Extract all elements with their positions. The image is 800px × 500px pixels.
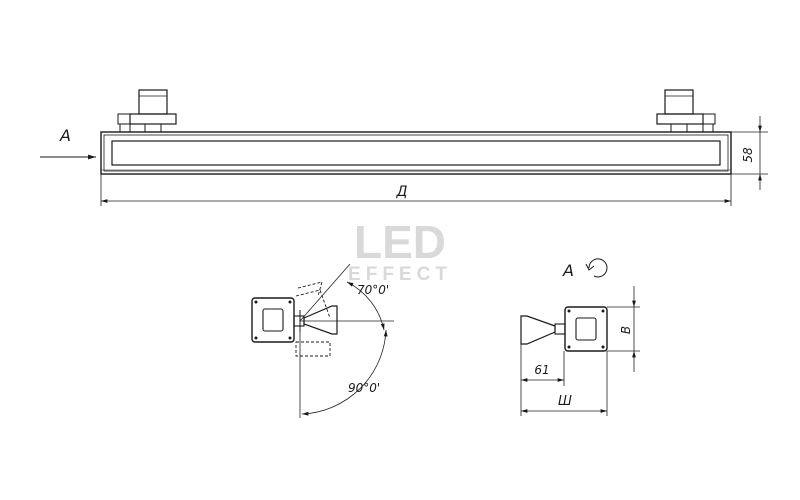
tilt-up-arc — [346, 281, 385, 331]
lamp-body — [100, 131, 732, 175]
width-label: Ш — [558, 394, 572, 409]
left-mount-clamp — [117, 89, 177, 133]
front-view: A — [40, 89, 768, 206]
height-label: 58 — [741, 147, 755, 163]
lamp-profile — [251, 297, 295, 343]
length-dimension: Д — [100, 174, 732, 206]
length-label: Д — [396, 184, 408, 200]
tilt-down-label: 90°0' — [348, 381, 380, 395]
tilt-up-label: 70°0' — [357, 283, 389, 297]
rotation-arrow-icon — [585, 258, 608, 278]
right-mount-clamp — [656, 89, 716, 133]
watermark-led: LED — [354, 216, 446, 268]
bracket-height-label: В — [619, 326, 633, 334]
view-a: A В 61 Ш — [520, 258, 640, 416]
bracket-offset-label: 61 — [534, 363, 549, 377]
watermark: LED EFFECT — [348, 216, 452, 285]
height-dimension: 58 — [731, 116, 768, 190]
watermark-effect: EFFECT — [348, 264, 452, 285]
view-arrow-label: A — [59, 126, 71, 145]
tilt-down-arc — [301, 329, 388, 416]
view-title: A — [562, 261, 574, 280]
lamp-profile-view-a — [564, 306, 608, 352]
side-view-tilt: 70°0' 90°0' — [251, 263, 394, 418]
mount-bracket-view-a — [520, 315, 556, 345]
